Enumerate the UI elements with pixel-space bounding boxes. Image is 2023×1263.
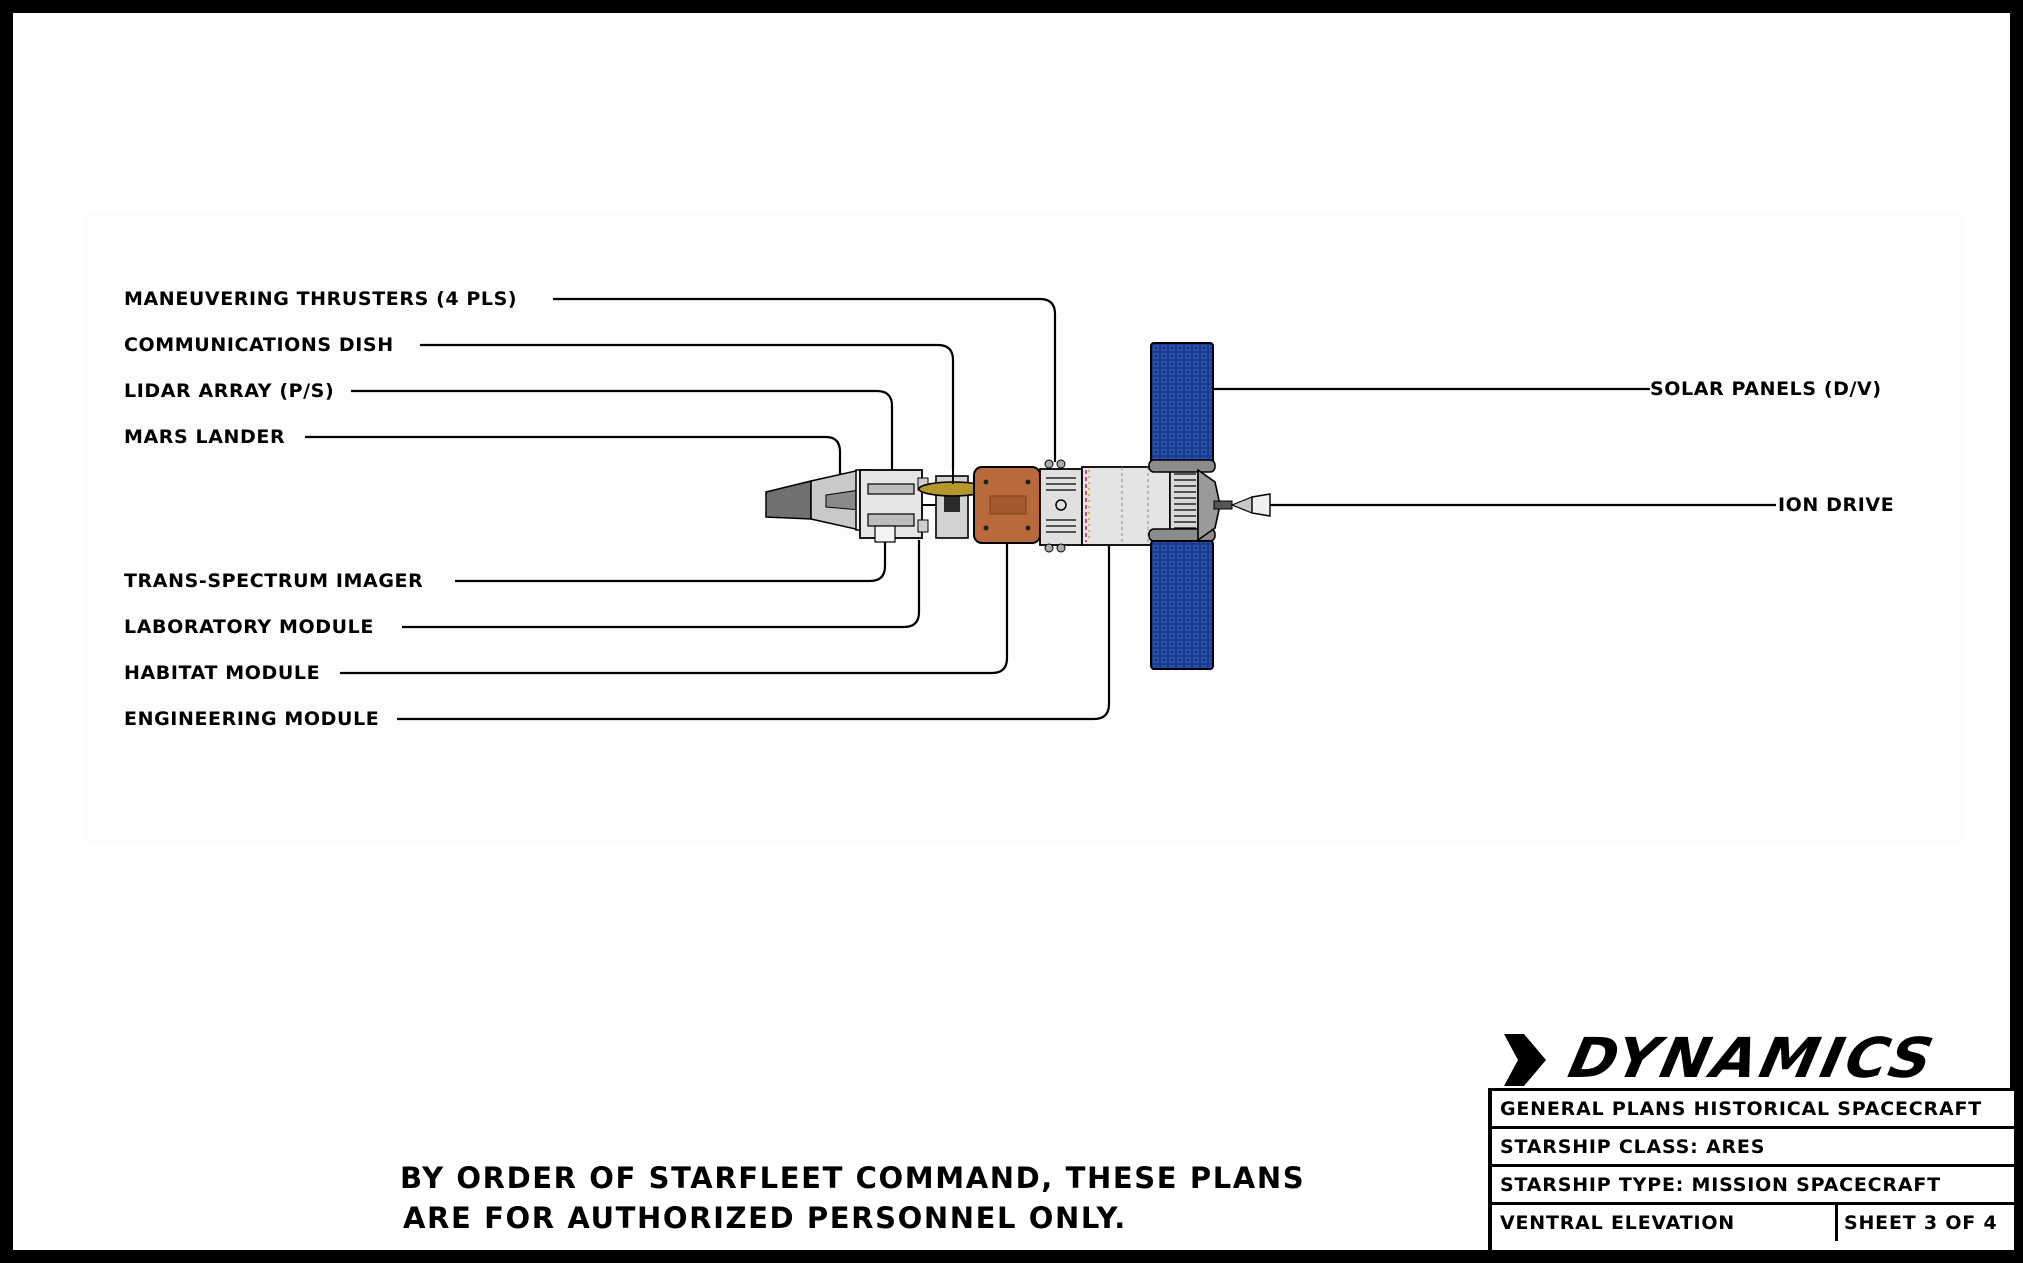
title-general-plans: GENERAL PLANS HISTORICAL SPACECRAFT	[1492, 1088, 2014, 1127]
leader-line-habitat-module	[340, 543, 1009, 675]
title-starship-type: STARSHIP TYPE: MISSION SPACECRAFT	[1492, 1164, 2014, 1203]
solar-panel-dorsal	[1148, 342, 1216, 473]
logo-wordmark: DYNAMICS	[1563, 1025, 1942, 1091]
notice-line-1: BY ORDER OF STARFLEET COMMAND, THESE PLA…	[400, 1161, 1306, 1195]
callout-habitat-module: HABITAT MODULE	[124, 662, 321, 684]
leader-line-engineering-module	[397, 543, 1111, 721]
leader-lines	[305, 297, 1776, 721]
callout-communications-dish: COMMUNICATIONS DISH	[124, 334, 394, 356]
dynamics-logo: DYNAMICS	[1500, 1026, 1942, 1090]
callout-trans-spectrum-imager: TRANS-SPECTRUM IMAGER	[124, 570, 424, 592]
callout-ion-drive: ION DRIVE	[1778, 494, 1895, 516]
leader-line-lidar-array	[351, 389, 894, 470]
title-starship-class: STARSHIP CLASS: ARES	[1492, 1126, 2014, 1165]
solar-panel-ventral	[1148, 528, 1216, 670]
callout-lidar-array: LIDAR ARRAY (P/S)	[124, 380, 335, 402]
habitat-module	[973, 466, 1041, 544]
blueprint-sheet: MANEUVERING THRUSTERS (4 PLS) COMMUNICAT…	[13, 13, 2010, 1250]
title-sheet-number: SHEET 3 OF 4	[1835, 1205, 2014, 1241]
maneuvering-thruster-ring	[1039, 459, 1083, 553]
leader-line-communications-dish	[420, 343, 955, 470]
callout-maneuvering-thrusters: MANEUVERING THRUSTERS (4 PLS)	[124, 288, 518, 310]
notice-line-2: ARE FOR AUTHORIZED PERSONNEL ONLY.	[403, 1201, 1127, 1235]
leader-line-trans-spectrum-imager	[455, 535, 887, 583]
title-elevation: VENTRAL ELEVATION	[1500, 1212, 1735, 1234]
leader-line-maneuvering-thrusters	[553, 297, 1057, 462]
title-elevation-row: VENTRAL ELEVATION SHEET 3 OF 4	[1492, 1202, 2014, 1241]
callout-mars-lander: MARS LANDER	[124, 426, 286, 448]
spacecraft-drawing	[305, 297, 1776, 721]
laboratory-module	[859, 469, 929, 543]
leader-line-mars-lander	[305, 435, 842, 478]
ion-drive	[1197, 468, 1271, 542]
title-block: GENERAL PLANS HISTORICAL SPACECRAFT STAR…	[1488, 1088, 2014, 1250]
callout-laboratory-module: LABORATORY MODULE	[124, 616, 374, 638]
callout-engineering-module: ENGINEERING MODULE	[124, 708, 380, 730]
callout-solar-panels: SOLAR PANELS (D/V)	[1650, 378, 1882, 400]
security-notice: BY ORDER OF STARFLEET COMMAND, THESE PLA…	[400, 1158, 1305, 1238]
leader-line-laboratory-module	[402, 540, 921, 629]
logo-chevron-icon	[1504, 1034, 1546, 1086]
mars-lander	[765, 469, 873, 531]
